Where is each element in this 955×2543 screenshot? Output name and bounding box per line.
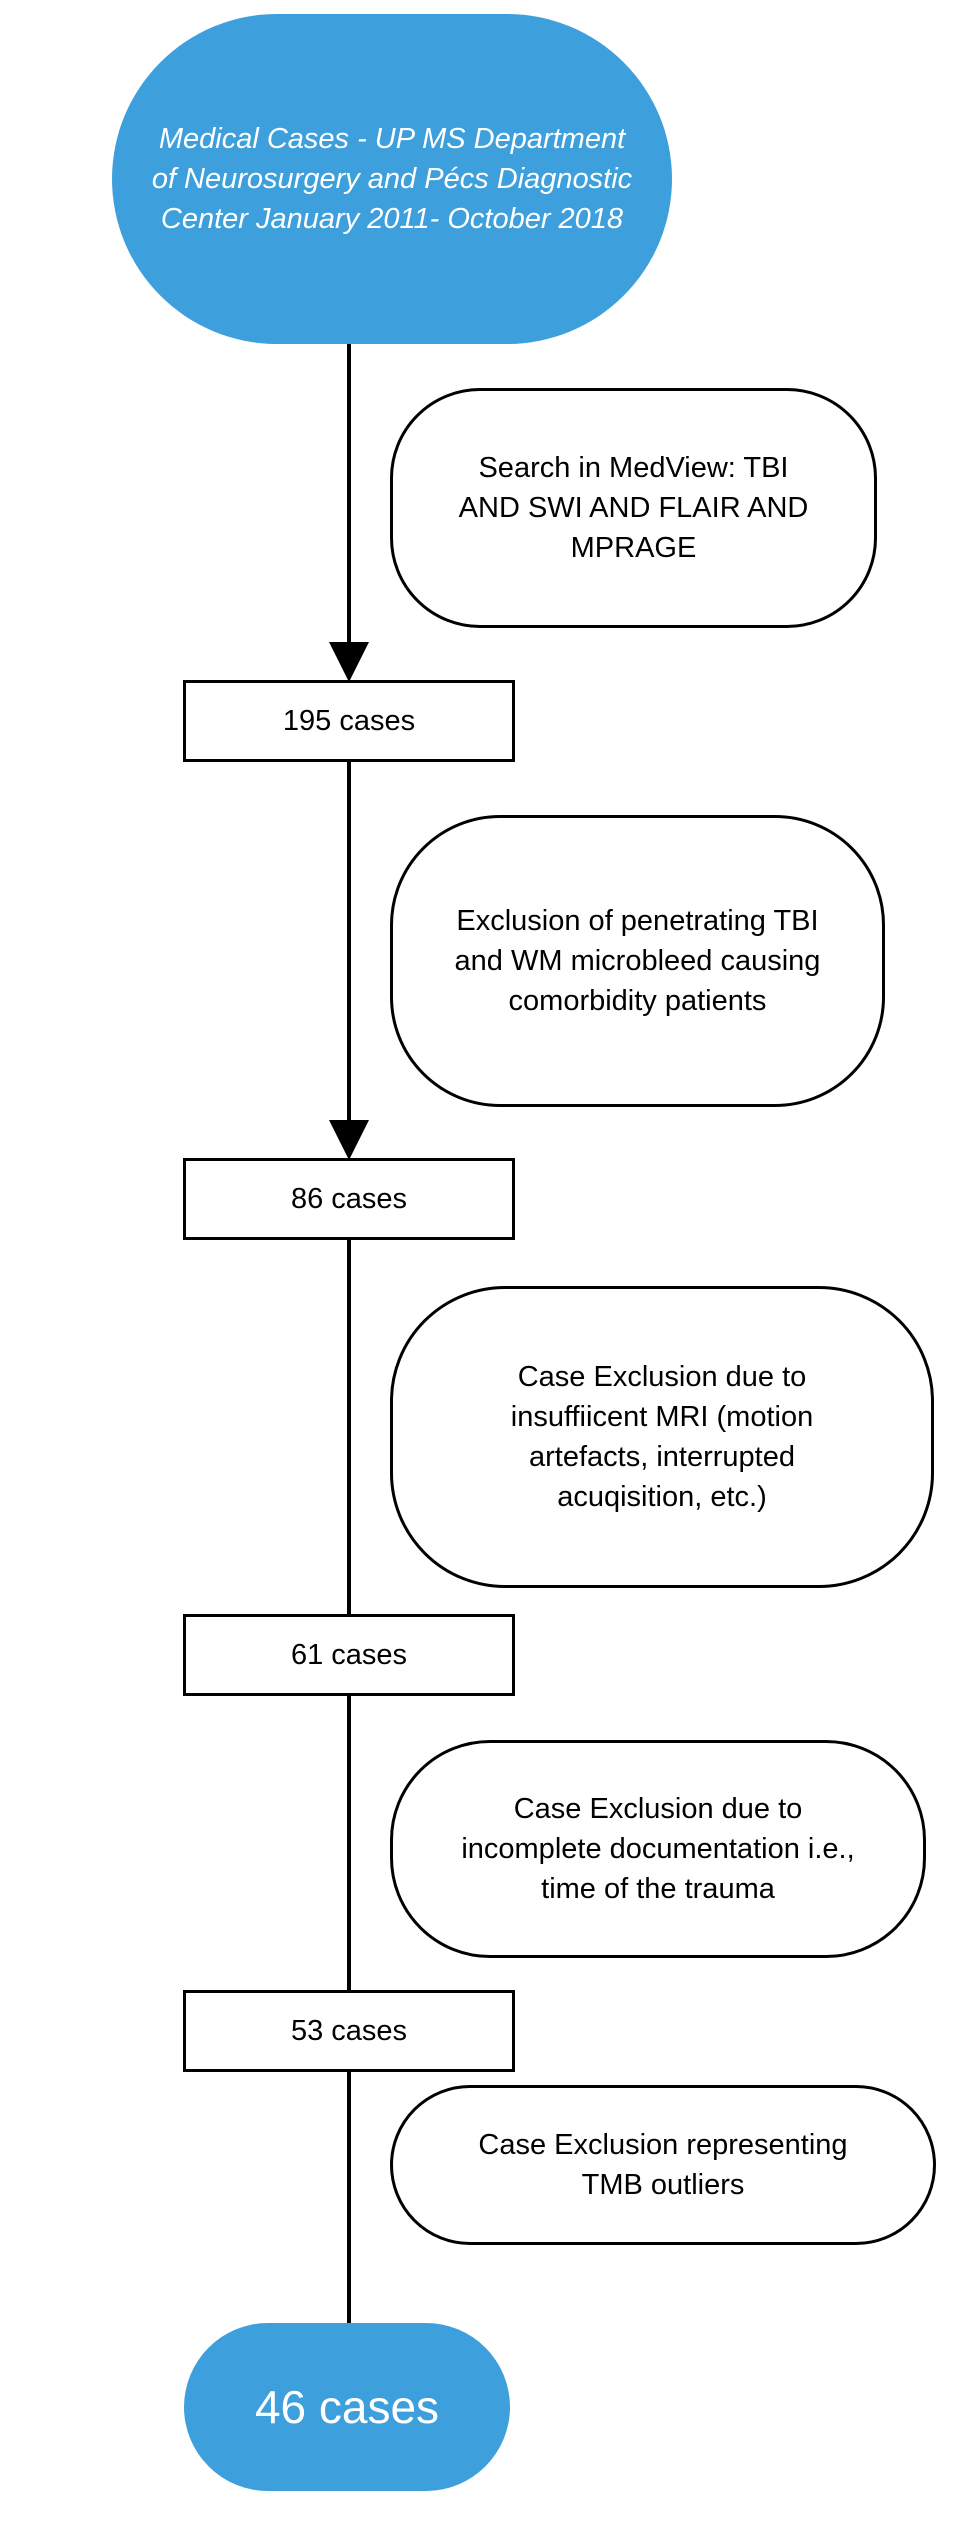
criteria-note-mri-exclusion: Case Exclusion due to insuffiicent MRI (… <box>390 1286 934 1588</box>
start-line-3: Center January 2011- October 2018 <box>160 203 624 235</box>
criteria-note-outlier-exclusion: Case Exclusion representing TMB outliers <box>390 2085 936 2245</box>
start-terminal: Medical Cases - UP MS Department of Neur… <box>112 14 672 344</box>
end-terminal-label: 46 cases <box>254 2381 440 2433</box>
criteria-note-search: Search in MedView: TBI AND SWI AND FLAIR… <box>390 388 877 628</box>
end-terminal: 46 cases <box>184 2323 510 2491</box>
note-line: Case Exclusion due to <box>517 1361 807 1393</box>
start-line-1: Medical Cases - UP MS Department <box>158 123 626 155</box>
note-line: Case Exclusion due to <box>513 1793 803 1825</box>
criteria-note-penetrating-exclusion: Exclusion of penetrating TBI and WM micr… <box>390 815 885 1107</box>
case-count-box-195: 195 cases <box>183 680 515 762</box>
note-line: time of the trauma <box>541 1873 775 1905</box>
start-line-2: of Neurosurgery and Pécs Diagnostic <box>151 163 633 195</box>
case-count-box-61: 61 cases <box>183 1614 515 1696</box>
note-line: TMB outliers <box>581 2169 745 2201</box>
note-line: AND SWI AND FLAIR AND <box>458 492 809 524</box>
case-count-label: 195 cases <box>282 704 416 737</box>
case-count-label: 53 cases <box>290 2014 408 2047</box>
note-line: artefacts, interrupted <box>529 1441 795 1473</box>
note-line: acuqisition, etc.) <box>557 1481 767 1513</box>
note-line: Case Exclusion representing <box>478 2129 848 2161</box>
note-line: and WM microbleed causing <box>454 945 821 977</box>
note-line: insuffiicent MRI (motion <box>510 1401 814 1433</box>
start-terminal-text: Medical Cases - UP MS Department of Neur… <box>152 119 632 239</box>
note-line: Exclusion of penetrating TBI <box>456 905 819 937</box>
case-count-box-53: 53 cases <box>183 1990 515 2072</box>
criteria-note-documentation-exclusion: Case Exclusion due to incomplete documen… <box>390 1740 926 1958</box>
case-count-box-86: 86 cases <box>183 1158 515 1240</box>
note-line: Search in MedView: TBI <box>478 452 789 484</box>
note-line: incomplete documentation i.e., <box>461 1833 855 1865</box>
case-count-label: 61 cases <box>290 1638 408 1671</box>
note-line: MPRAGE <box>570 532 697 564</box>
note-line: comorbidity patients <box>508 985 767 1017</box>
case-count-label: 86 cases <box>290 1182 408 1215</box>
